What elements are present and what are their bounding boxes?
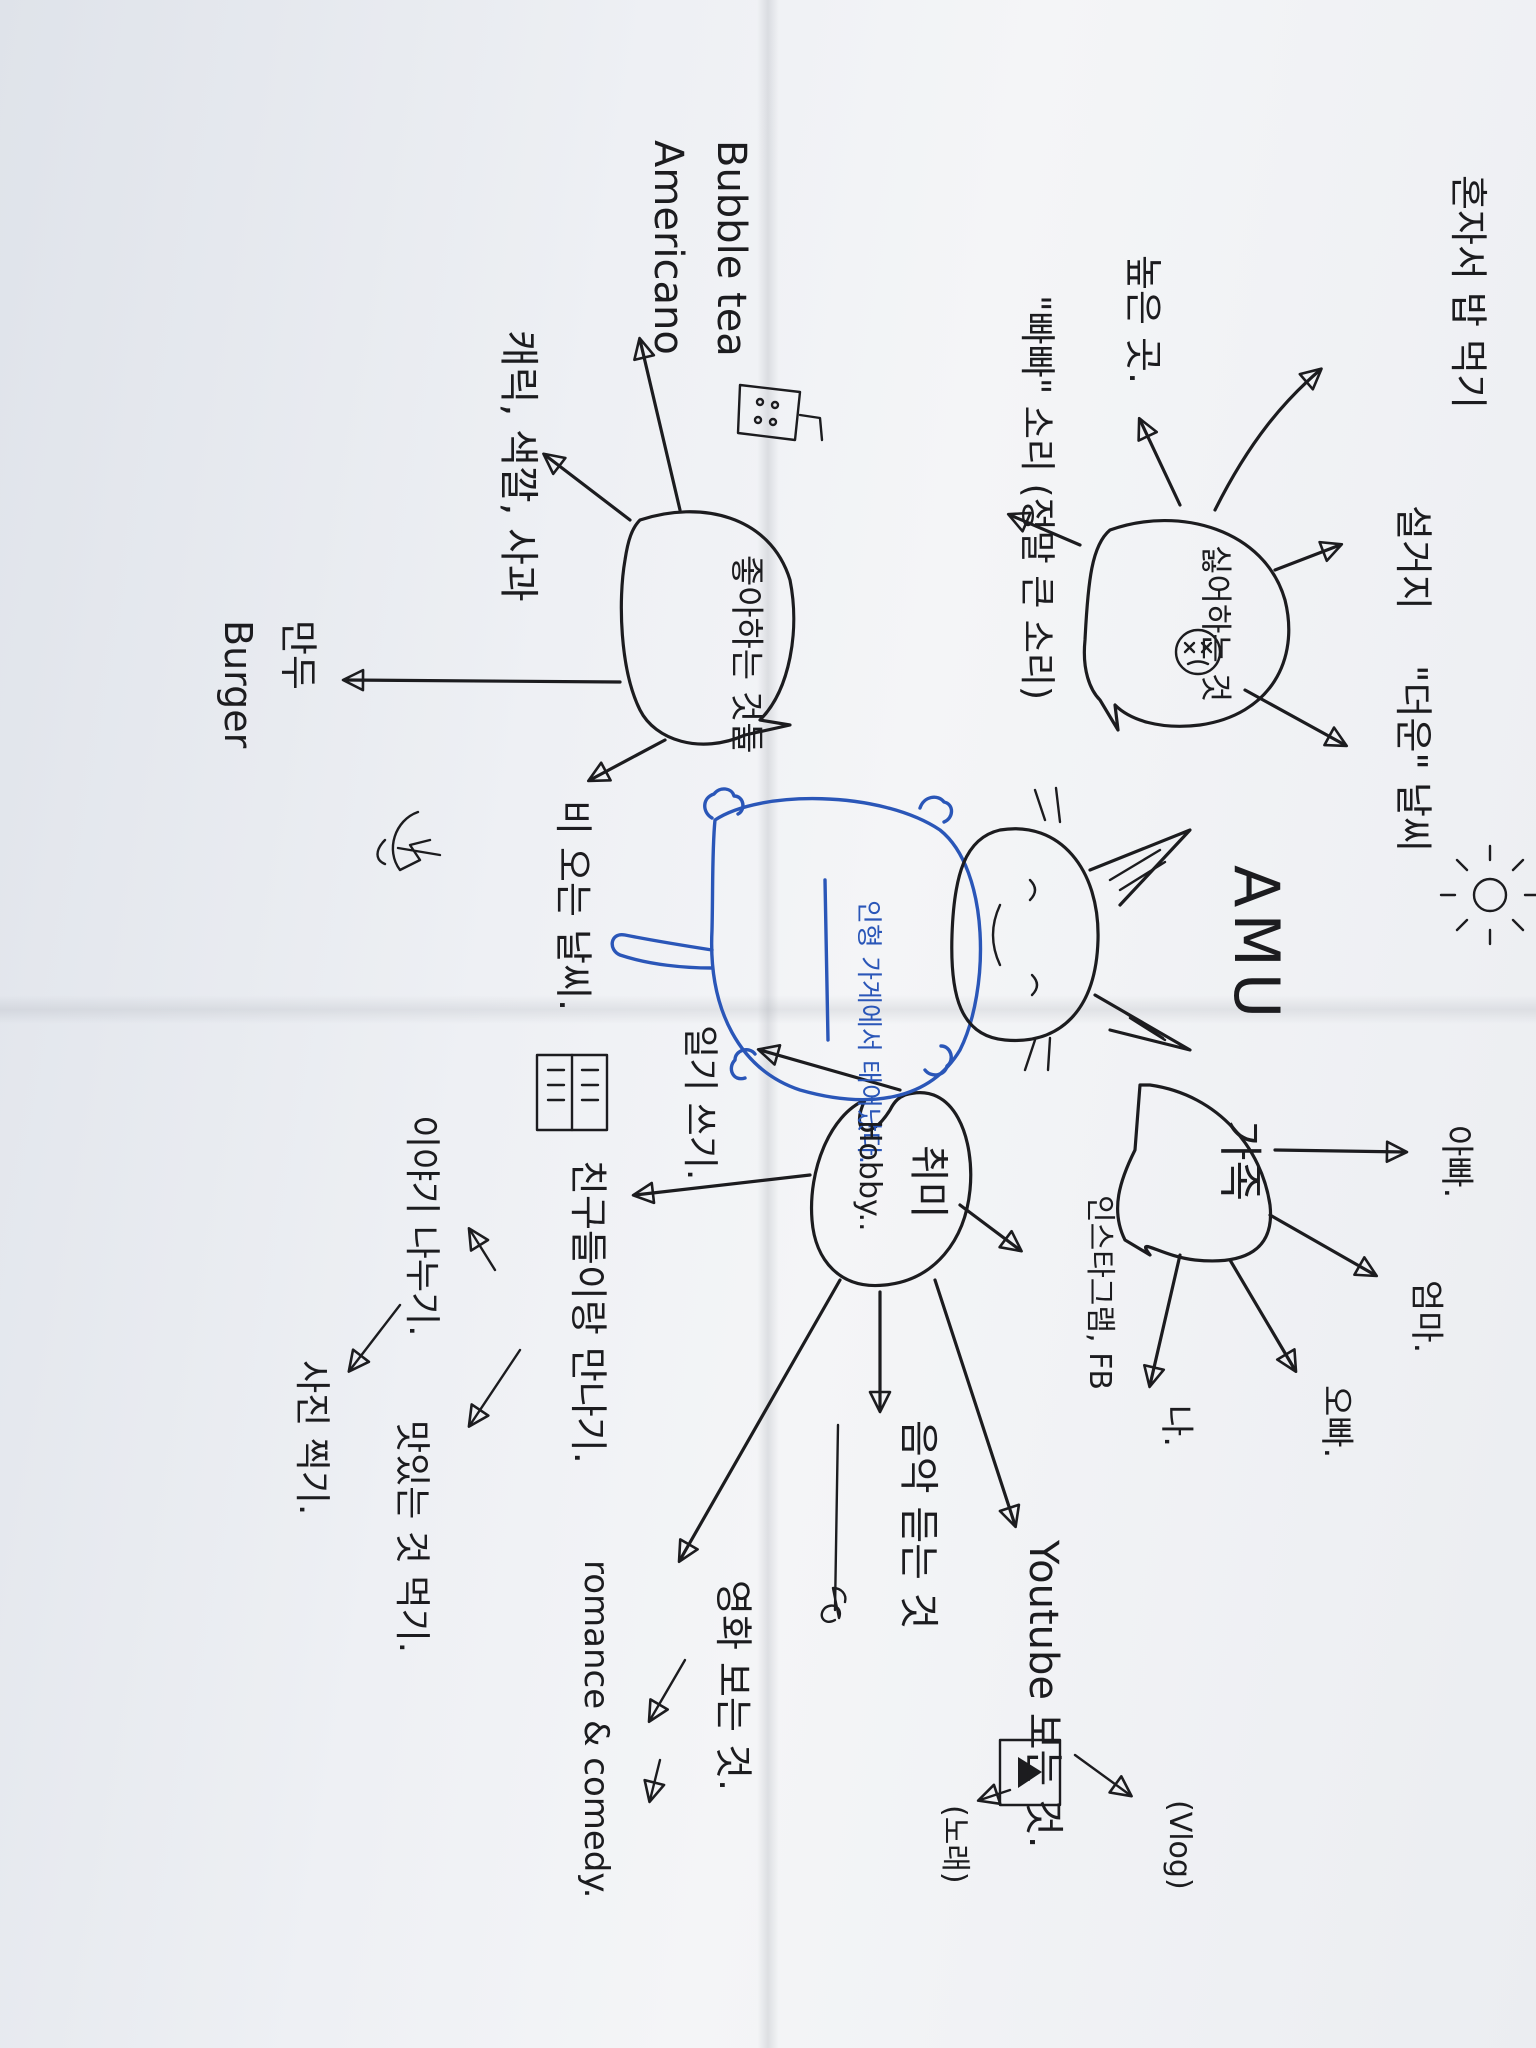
hobby-youtube-sub-0: (Vlog): [1162, 1800, 1197, 1890]
hobby-movies: 영화 보는 것.: [711, 1580, 755, 1791]
family-connectors: [1143, 1140, 1409, 1389]
hate-item-2: "더운" 날씨: [1391, 665, 1435, 852]
family-title: 가족: [1214, 1120, 1265, 1201]
family-item-0: 아빠.: [1436, 1125, 1476, 1198]
hobby-title-en: Hobby..: [852, 1120, 887, 1232]
hobby-sns: 인스타그램, FB: [1082, 1195, 1117, 1390]
hobby-diary: 일기 쓰기.: [679, 1025, 720, 1180]
hobby-bubble: [809, 1091, 973, 1288]
hate-title: 싫어하는 것: [1197, 545, 1235, 702]
umbrella-icon: [376, 810, 442, 872]
hobby-talk: 이야기 나누기.: [401, 1115, 442, 1337]
hate-item-0: 혼자서 밥 먹기: [1446, 175, 1490, 409]
diary-book-icon: [535, 1053, 609, 1132]
hate-bubble: [1082, 518, 1291, 732]
hobby-eat: 맛있는 것 먹기.: [391, 1420, 432, 1653]
center-title: 인형 가게에서 태어났다.: [853, 900, 883, 1164]
like-food-1: Burger: [216, 620, 260, 749]
like-colors: 캐릭, 색깔, 사과: [495, 330, 541, 602]
hobby-music: 음악 듣는 것: [895, 1420, 941, 1629]
nickname-label: AMU: [1220, 865, 1293, 1024]
cat-head: [950, 786, 1192, 1072]
like-drink-0: Bubble tea: [708, 140, 754, 357]
hate-connectors: [1006, 367, 1349, 748]
hobby-title: 취미: [905, 1145, 951, 1219]
hobby-connectors: [347, 1044, 1133, 1806]
hate-item-3: "빠빠" 소리 (정말 큰 소리): [1016, 295, 1057, 700]
hobby-youtube-sub-1: (노래): [937, 1805, 972, 1884]
family-item-1: 엄마.: [1406, 1280, 1446, 1353]
hate-item-1: 설거지: [1391, 505, 1435, 610]
like-drink-1: Americano: [645, 140, 691, 355]
dizzy-face-icon: [1174, 628, 1222, 676]
hobby-friends: 친구들이랑 만나기.: [566, 1160, 610, 1464]
hate-item-4: 높은 곳.: [1121, 255, 1165, 384]
family-item-3: 나.: [1156, 1405, 1196, 1447]
like-food-0: 만두: [276, 620, 320, 690]
music-note-icon: [820, 1423, 847, 1623]
family-bubble: [1116, 1083, 1273, 1263]
family-item-2: 오빠.: [1316, 1385, 1356, 1458]
like-weather: 비 오는 날씨.: [551, 800, 595, 1011]
like-bubble: [619, 510, 796, 746]
youtube-icon: [998, 1738, 1062, 1807]
sun-icon: [1439, 844, 1536, 946]
bubble-tea-icon: [736, 383, 824, 442]
hobby-youtube: Youtube 보는 것.: [1020, 1539, 1066, 1849]
like-connectors: [341, 336, 682, 783]
character-body: [610, 787, 983, 1102]
hobby-photo: 사진 찍기.: [291, 1360, 332, 1515]
like-title: 좋아하는 것들: [726, 555, 766, 754]
hobby-genres: romance & comedy.: [576, 1560, 616, 1898]
